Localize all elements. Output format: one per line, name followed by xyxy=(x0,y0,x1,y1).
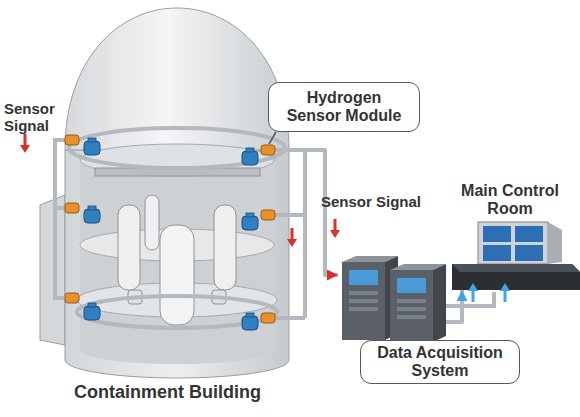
display-wall xyxy=(478,222,548,264)
sensor-pipe xyxy=(268,150,305,318)
signal-pipe xyxy=(446,290,462,322)
sensor-head xyxy=(65,135,79,145)
display-side xyxy=(548,222,562,264)
sensor-module xyxy=(84,303,100,320)
leader-line xyxy=(269,132,276,144)
interior-cutaway xyxy=(80,160,274,364)
sensor-head xyxy=(261,313,275,323)
node-label: Data Acquisition System xyxy=(360,340,520,384)
reactor-vessel xyxy=(160,225,194,325)
node-label: Main Control Room xyxy=(451,182,569,219)
control-room: Main Control Room xyxy=(440,178,580,290)
node-label: Hydrogen Sensor Module xyxy=(283,89,405,124)
display-screen xyxy=(515,245,543,261)
containment-wall xyxy=(65,150,289,378)
display-screen xyxy=(515,226,543,242)
signal-arrow xyxy=(500,283,510,302)
steam-generator xyxy=(214,205,236,290)
pressurizer xyxy=(145,195,159,250)
node-label: Containment Building xyxy=(30,382,305,404)
sensor-head xyxy=(261,145,275,155)
sensor-module xyxy=(84,138,100,155)
annex-building xyxy=(40,195,65,345)
signal-pipe xyxy=(305,150,338,275)
signal-arrow xyxy=(20,134,30,153)
cabinet xyxy=(342,256,398,340)
sensor-module xyxy=(242,313,258,330)
sensor-head xyxy=(65,293,79,303)
signal-pipe xyxy=(446,292,494,306)
cabinet xyxy=(390,264,446,342)
signal-arrow xyxy=(330,219,340,238)
edge-label: Sensor Signal xyxy=(321,193,421,210)
data-acquisition: Data Acquisition System xyxy=(338,258,446,344)
display-screen xyxy=(483,245,511,261)
desk-top xyxy=(452,264,580,272)
sensor-pipe xyxy=(55,140,72,298)
sensor-head xyxy=(65,203,79,213)
operating-floor xyxy=(80,144,274,176)
display-screen xyxy=(483,226,511,242)
callout-box: Hydrogen Sensor Module xyxy=(268,82,420,132)
sensor-module xyxy=(84,206,100,223)
signal-arrow xyxy=(468,283,478,302)
sensor-head xyxy=(261,210,275,220)
signal-arrow xyxy=(287,228,297,247)
sensor-module xyxy=(242,213,258,230)
steam-generator xyxy=(118,205,140,290)
signal-label: Sensor Signal xyxy=(4,100,62,135)
sensor-pipe xyxy=(69,128,285,168)
control-desk xyxy=(452,264,580,290)
sensor-module xyxy=(242,148,258,165)
containment-building: Containment Building xyxy=(30,5,305,410)
